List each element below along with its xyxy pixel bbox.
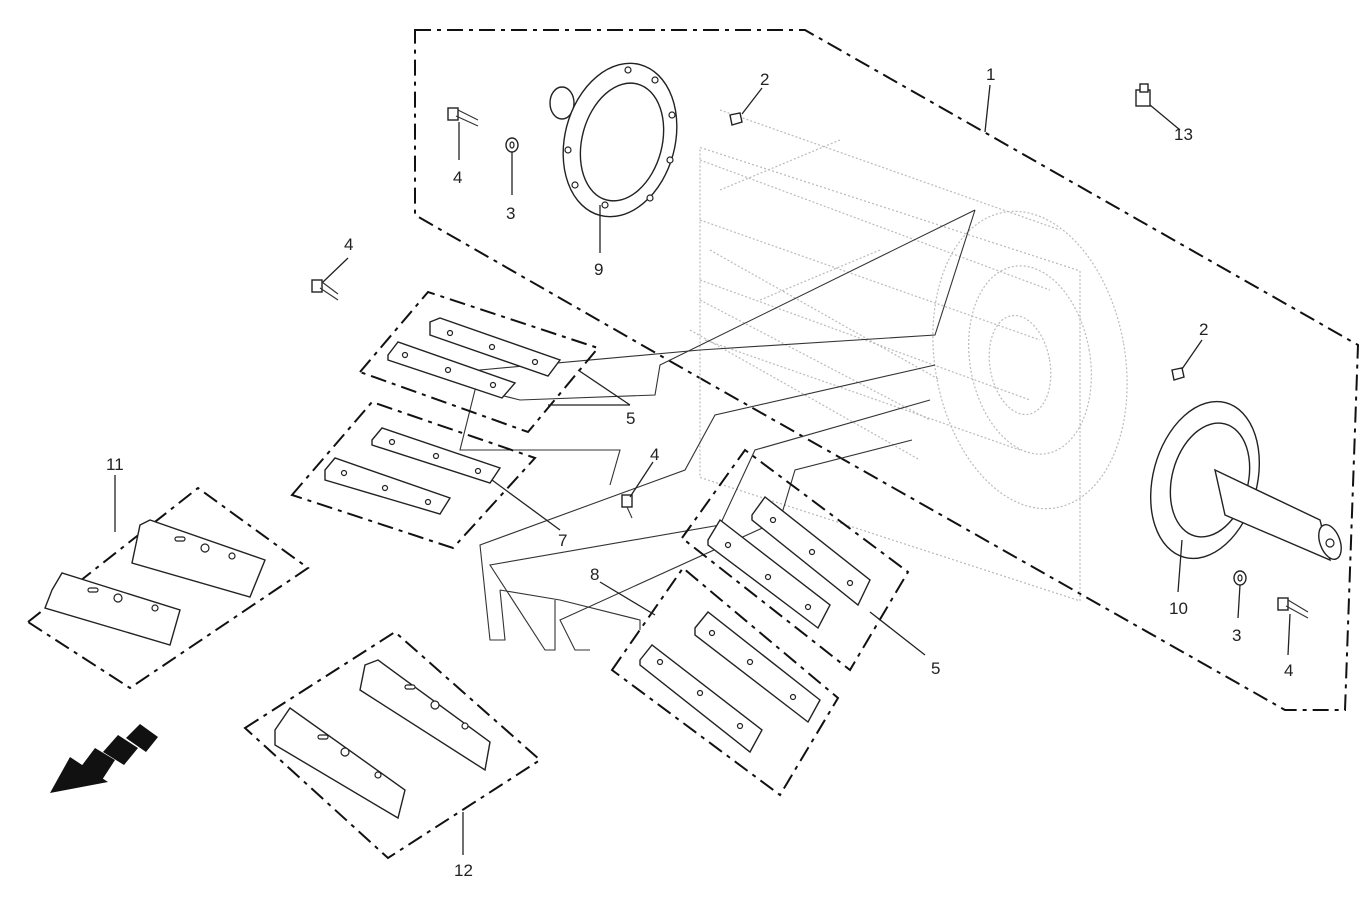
nut-2b [1171, 367, 1185, 381]
assembly-1-boundary [414, 29, 1360, 711]
knife-group-11-boundary [26, 486, 310, 690]
shaft-flange-10 [1149, 400, 1342, 562]
callout-3a: 3 [506, 204, 515, 223]
washer-3b [1233, 570, 1247, 586]
knife-group-5b-boundary [680, 448, 910, 672]
fitting-13 [1135, 83, 1151, 107]
bolt-4c [621, 494, 633, 519]
washer-3a [505, 137, 519, 153]
direction-arrow-icon [50, 724, 158, 793]
flange-hub-9 [549, 62, 678, 218]
leader-lines [114, 84, 1291, 855]
hardware [311, 83, 1309, 619]
knife-group-5a [387, 317, 562, 399]
knife-group-12 [274, 659, 491, 820]
callout-4d: 4 [1284, 661, 1293, 680]
callout-labels: 1 2 2 3 3 4 4 4 4 5 5 7 8 9 10 11 12 13 [106, 65, 1293, 880]
callout-9: 9 [594, 260, 603, 279]
callout-2a: 2 [760, 70, 769, 89]
knife-group-8-boundary [610, 566, 840, 797]
bolt-4b [311, 279, 339, 301]
knife-group-8 [639, 611, 821, 754]
callout-7: 7 [558, 531, 567, 550]
callout-4a: 4 [453, 168, 462, 187]
projection-lines [459, 209, 976, 651]
knife-group-5a-boundary [358, 290, 600, 434]
callout-3b: 3 [1232, 626, 1241, 645]
callout-4b: 4 [344, 235, 353, 254]
callout-13: 13 [1174, 125, 1193, 144]
nut-2a [729, 112, 743, 126]
knife-group-12-boundary [243, 630, 542, 860]
callout-12: 12 [454, 861, 473, 880]
callout-4c: 4 [650, 445, 659, 464]
callout-1: 1 [986, 65, 995, 84]
bolt-4a [447, 107, 479, 127]
callout-10: 10 [1169, 599, 1188, 618]
drum-rotor-ghost [689, 109, 1128, 602]
knife-group-11 [44, 519, 266, 646]
callout-5a: 5 [626, 409, 635, 428]
callout-11: 11 [106, 455, 124, 474]
knife-group-7 [324, 427, 502, 515]
callout-5b: 5 [931, 659, 940, 678]
callout-2b: 2 [1199, 320, 1208, 339]
callout-8: 8 [590, 565, 599, 584]
bolt-4d [1277, 597, 1309, 619]
knife-group-7-boundary [290, 400, 537, 550]
knife-group-5b [707, 495, 871, 630]
